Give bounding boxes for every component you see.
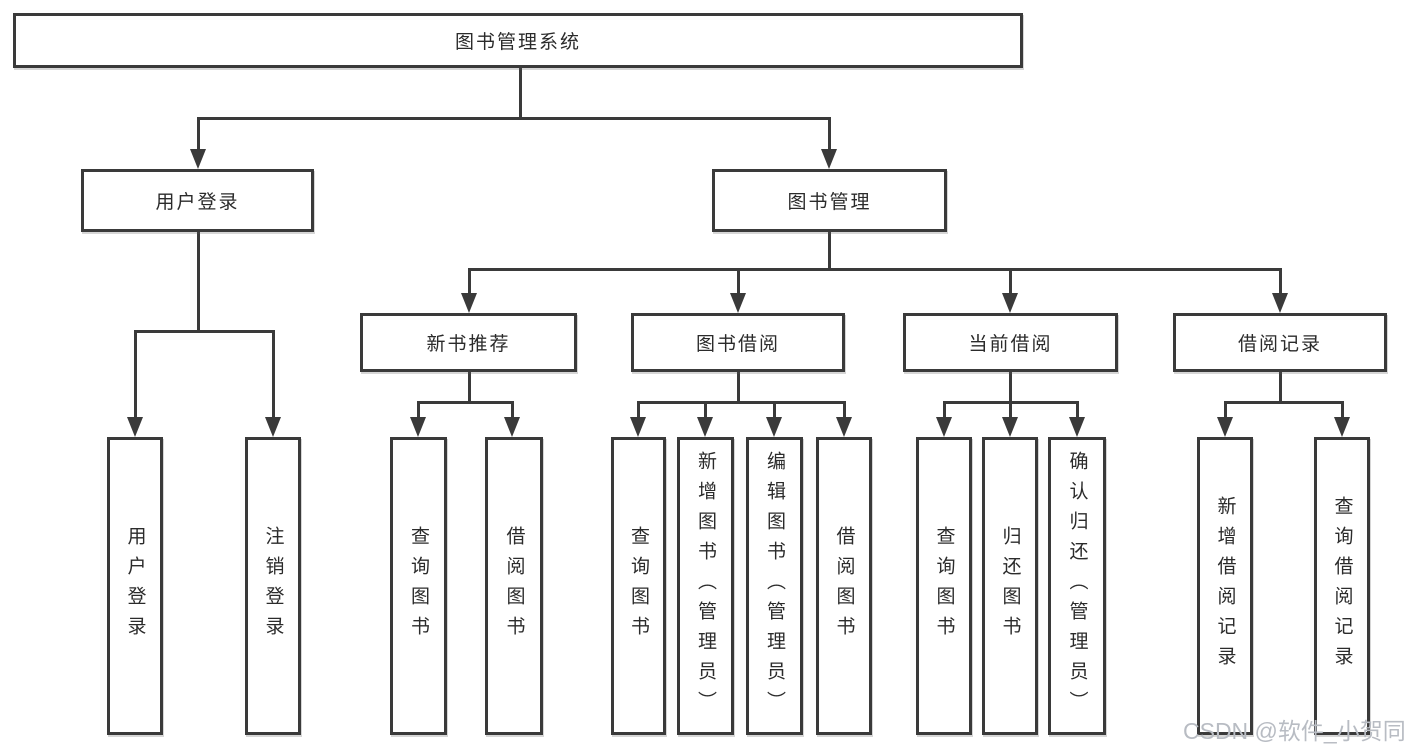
connector-trunk <box>468 372 471 403</box>
leaf-borrow-books: 借阅图书 <box>816 437 872 735</box>
arrowhead-down-icon <box>1334 417 1350 437</box>
connector-stem <box>1341 403 1344 419</box>
connector-rail <box>1224 401 1344 404</box>
arrowhead-down-icon <box>1002 417 1018 437</box>
arrowhead-down-icon <box>697 417 713 437</box>
connector-stem <box>417 403 420 419</box>
connector-level3-rail <box>468 268 1282 271</box>
arrowhead-down-icon <box>1069 417 1085 437</box>
connector-stem <box>637 403 640 419</box>
node-user-login: 用户登录 <box>81 169 314 232</box>
connector-rail <box>637 401 846 404</box>
node-book-management: 图书管理 <box>712 169 947 232</box>
connector-mgmt-trunk <box>828 232 831 270</box>
leaf-confirm-return-admin: 确认归还（管理员） <box>1048 437 1106 735</box>
connector-stem <box>197 119 200 151</box>
arrowhead-down-icon <box>730 293 746 313</box>
connector-user-rail <box>134 330 275 333</box>
connector-stem <box>1279 270 1282 295</box>
connector-stem <box>468 270 471 295</box>
connector-trunk <box>737 372 740 403</box>
node-borrow-records: 借阅记录 <box>1173 313 1387 372</box>
connector-stem <box>737 270 740 295</box>
arrowhead-down-icon <box>821 149 837 169</box>
arrowhead-down-icon <box>630 417 646 437</box>
connector-stem <box>843 403 846 419</box>
connector-rail <box>943 401 1079 404</box>
arrowhead-down-icon <box>461 293 477 313</box>
leaf-query-books: 查询图书 <box>916 437 972 735</box>
leaf-add-borrow-record: 新增借阅记录 <box>1197 437 1253 735</box>
arrowhead-down-icon <box>766 417 782 437</box>
leaf-query-books: 查询图书 <box>390 437 447 735</box>
leaf-return-books: 归还图书 <box>982 437 1038 735</box>
node-book-borrow: 图书借阅 <box>631 313 845 372</box>
node-current-borrow: 当前借阅 <box>903 313 1118 372</box>
connector-stem <box>943 403 946 419</box>
connector-stem <box>1076 403 1079 419</box>
node-new-book-recommend: 新书推荐 <box>360 313 577 372</box>
arrowhead-down-icon <box>504 417 520 437</box>
leaf-borrow-books: 借阅图书 <box>485 437 543 735</box>
arrowhead-down-icon <box>1217 417 1233 437</box>
node-root: 图书管理系统 <box>13 13 1023 68</box>
connector-stem <box>1009 270 1012 295</box>
connector-user-trunk <box>197 232 200 332</box>
arrowhead-down-icon <box>1002 293 1018 313</box>
connector-rail <box>417 401 514 404</box>
connector-stem <box>773 403 776 419</box>
arrowhead-down-icon <box>127 417 143 437</box>
arrowhead-down-icon <box>265 417 281 437</box>
leaf-query-borrow-record: 查询借阅记录 <box>1314 437 1370 735</box>
arrowhead-down-icon <box>836 417 852 437</box>
connector-stem <box>1009 403 1012 419</box>
connector-stem <box>511 403 514 419</box>
connector-trunk <box>1009 372 1012 403</box>
watermark: CSDN @软件_小贺同学 <box>1183 718 1405 744</box>
connector-level2-rail <box>197 117 831 120</box>
connector-stem <box>272 332 275 419</box>
leaf-add-book-admin: 新增图书（管理员） <box>677 437 734 735</box>
leaf-logout: 注销登录 <box>245 437 301 735</box>
connector-trunk <box>1279 372 1282 403</box>
leaf-query-books: 查询图书 <box>611 437 666 735</box>
arrowhead-down-icon <box>936 417 952 437</box>
connector-stem <box>1224 403 1227 419</box>
leaf-user-login: 用户登录 <box>107 437 163 735</box>
connector-stem <box>704 403 707 419</box>
connector-stem <box>828 119 831 151</box>
arrowhead-down-icon <box>1272 293 1288 313</box>
connector-stem <box>134 332 137 419</box>
arrowhead-down-icon <box>410 417 426 437</box>
connector-root-trunk <box>519 68 522 117</box>
leaf-edit-book-admin: 编辑图书（管理员） <box>746 437 803 735</box>
arrowhead-down-icon <box>190 149 206 169</box>
